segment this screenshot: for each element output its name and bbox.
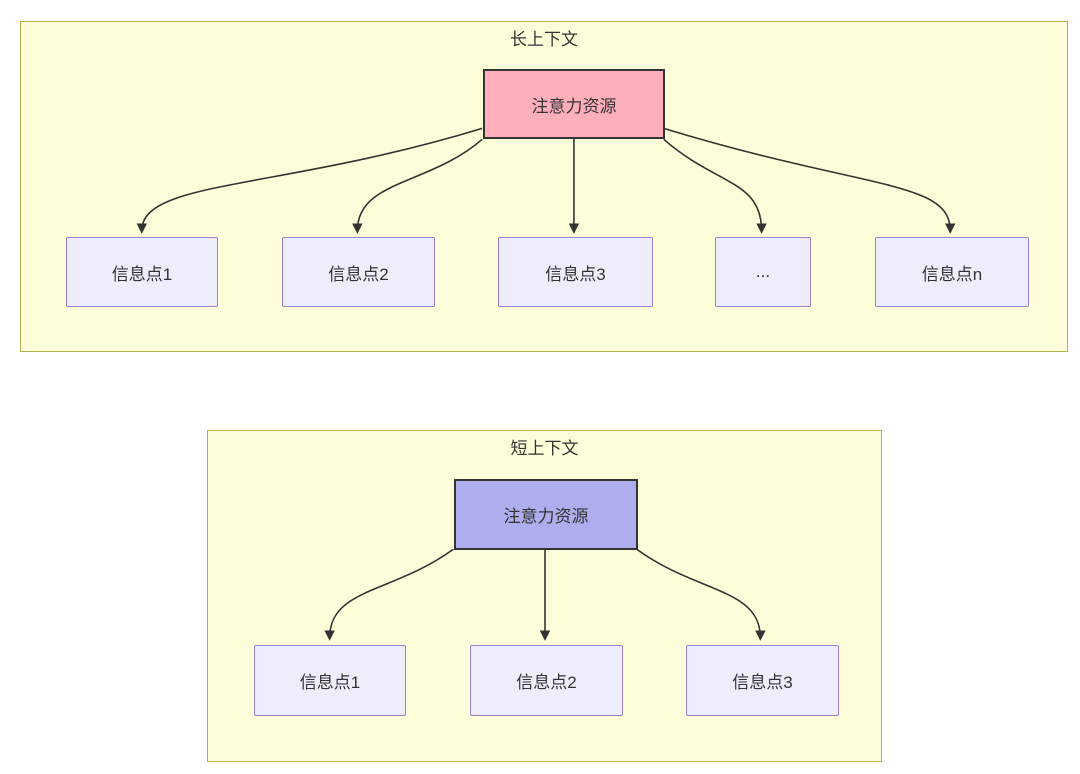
short-context-node-1: 信息点1 (254, 645, 406, 716)
long-context-node-3-label: 信息点3 (545, 264, 606, 284)
long-context-node-n: 信息点n (875, 237, 1029, 307)
long-context-attention-box: 注意力资源 (483, 69, 665, 139)
long-context-arrows (136, 127, 956, 234)
long-context-node-ellipsis: ... (715, 237, 811, 307)
arrow-long-to-node-1 (136, 127, 483, 234)
short-context-node-3-label: 信息点3 (732, 673, 793, 692)
long-context-node-n-label: 信息点n (921, 264, 983, 284)
long-context-node-2-label: 信息点2 (328, 264, 389, 284)
short-context-node-2: 信息点2 (470, 645, 623, 716)
long-context-title: 长上下文 (510, 30, 578, 49)
short-context-node-3: 信息点3 (686, 645, 839, 716)
arrow-long-to-node-2 (352, 138, 483, 234)
arrow-long-to-node-5 (663, 127, 956, 234)
short-context-arrows (324, 548, 766, 641)
short-context-container: 短上下文 注意力资源 信息点1 信息点2 信息点3 (207, 430, 882, 762)
long-context-attention-label: 注意力资源 (531, 96, 617, 116)
short-context-node-1-label: 信息点1 (299, 673, 361, 692)
arrow-short-to-node-1 (324, 548, 454, 641)
long-context-node-ellipsis-label: ... (755, 262, 771, 281)
arrow-long-to-node-4 (663, 138, 767, 234)
short-context-title: 短上下文 (510, 439, 579, 458)
short-context-attention-box: 注意力资源 (454, 479, 638, 550)
short-context-node-2-label: 信息点2 (516, 673, 577, 692)
long-context-node-3: 信息点3 (498, 237, 653, 307)
long-context-node-1: 信息点1 (66, 237, 218, 307)
long-context-node-1-label: 信息点1 (111, 264, 173, 284)
long-context-container: 长上下文 注意力资源 信息点1 信息点2 信息点3 ... (20, 21, 1068, 352)
arrow-short-to-node-3 (636, 548, 766, 641)
long-context-node-2: 信息点2 (282, 237, 435, 307)
short-context-attention-label: 注意力资源 (503, 507, 589, 526)
